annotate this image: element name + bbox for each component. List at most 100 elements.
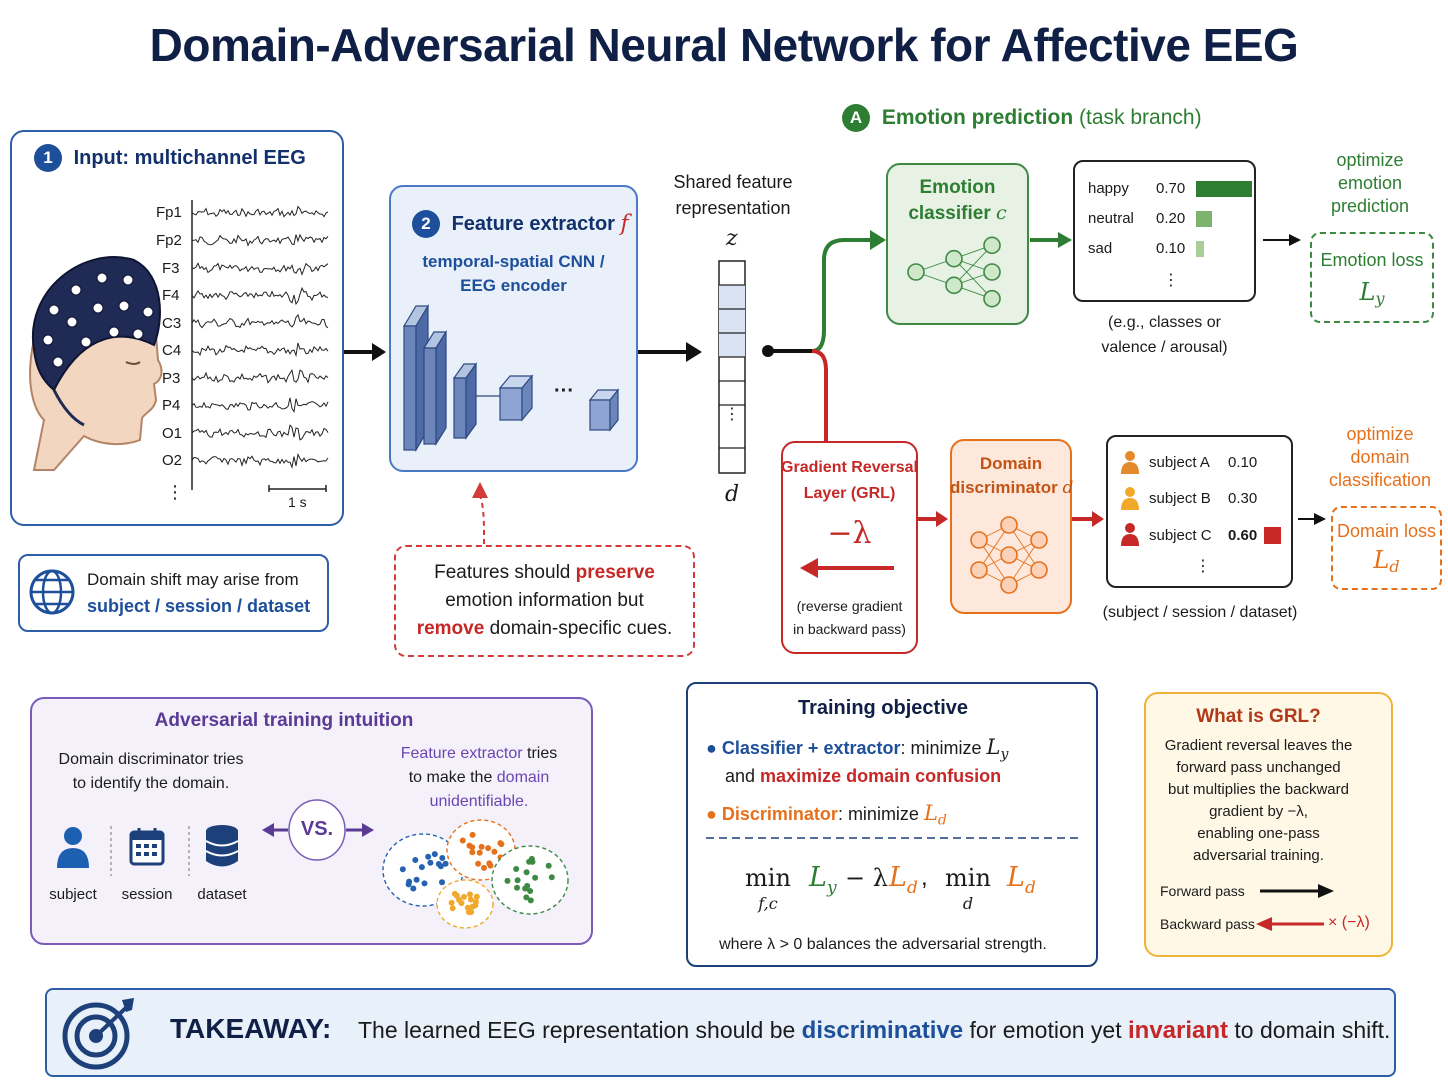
channel-label: F3: [162, 260, 180, 277]
grl-explainer-line: enabling one-pass: [1197, 825, 1320, 842]
eeg-trace: [191, 313, 329, 329]
grl-explainer-line: gradient by −λ,: [1209, 803, 1308, 820]
dashed-arrow-to-extractor: [472, 482, 488, 544]
shared-repr-label1: Shared feature: [673, 172, 793, 192]
adversarial-right2: to make the domain: [408, 769, 550, 786]
calendar-icon: [129, 828, 165, 866]
feature-extractor-desc2: EEG encoder: [460, 276, 567, 295]
preserve-note-line3: remove domain-specific cues.: [416, 618, 673, 639]
cluster-dot: [473, 898, 479, 905]
channel-label: C4: [162, 342, 182, 359]
emotion-probs-caption1: (e.g., classes or: [1108, 314, 1221, 331]
task-branch-heading: A Emotion prediction (task branch): [842, 104, 1202, 132]
reverse-gradient-arrow: [800, 558, 894, 578]
cluster-dot: [464, 904, 471, 911]
cluster-dot: [514, 884, 520, 891]
grl-label1: Gradient Reversal: [781, 459, 918, 476]
domain-label: subject B: [1149, 490, 1211, 507]
cluster-dot: [399, 866, 406, 873]
preserve-note-line2: emotion information but: [445, 590, 644, 611]
cluster-dot: [548, 874, 555, 881]
network-node: [1030, 561, 1048, 579]
domain-value: 0.60: [1228, 527, 1258, 544]
grl-factor: −λ: [827, 516, 872, 551]
cluster-dot: [410, 885, 417, 892]
emotion-classifier-label1: Emotion: [919, 177, 996, 198]
cluster-dot: [412, 857, 419, 863]
eeg-trace: [191, 262, 329, 276]
grl-box: [781, 441, 918, 654]
cluster-dot: [485, 845, 492, 852]
domain-probs-more: ⋮: [1195, 558, 1211, 575]
eeg-trace: [191, 233, 329, 247]
network-node: [1000, 516, 1018, 534]
time-scale-bar: [268, 485, 327, 492]
cluster-dot: [532, 874, 539, 881]
objective-footer: where λ > 0 balances the adversarial str…: [719, 936, 1047, 953]
cluster-dot: [418, 864, 425, 871]
cluster-dot: [524, 882, 531, 889]
cluster-dot: [456, 896, 462, 903]
icon-label-subject: subject: [49, 886, 97, 903]
cluster-dot: [473, 893, 480, 900]
step-1-badge: 1: [34, 144, 62, 172]
eeg-head-illustration: [29, 256, 163, 471]
step-A-badge: A: [842, 104, 870, 132]
preserve-note: [394, 545, 695, 657]
eeg-trace: [191, 369, 329, 384]
grl-note1: (reverse gradient: [796, 598, 903, 614]
cluster-dot: [527, 888, 534, 894]
emotion-probs-caption2: valence / arousal): [1101, 339, 1228, 356]
eeg-trace: [191, 452, 329, 469]
domain-label: subject A: [1149, 454, 1210, 471]
cluster-dot: [405, 881, 412, 888]
cnn-ellipsis: ···: [554, 380, 574, 402]
cluster-dot: [469, 849, 476, 856]
domain-shift-line1: Domain shift may arise from: [87, 570, 299, 589]
time-scale-label: 1 s: [288, 494, 307, 510]
channel-label: Fp2: [156, 232, 182, 249]
cluster-dot: [545, 862, 552, 869]
network-edge: [1008, 539, 1040, 586]
cluster-dot: [491, 848, 498, 855]
domain-discriminator-label1: Domain: [979, 454, 1043, 473]
cluster-dot: [449, 905, 456, 912]
arrow-grl-to-discriminator: [918, 511, 948, 527]
domain-clusters-illustration: [382, 819, 569, 929]
vector-dots: ⋮: [724, 406, 740, 423]
domain-loss-box: [1331, 506, 1442, 590]
domain-goal-2: domain: [1350, 447, 1410, 467]
emotion-prob-bar: [1196, 241, 1204, 257]
cluster-dot: [469, 903, 476, 910]
cluster-dot: [466, 842, 473, 849]
feature-extractor-heading: 2 Feature extractor f: [412, 210, 629, 238]
eeg-trace: [191, 397, 329, 413]
person-icon: [1121, 487, 1139, 510]
emotion-label: neutral: [1088, 210, 1134, 227]
adversarial-heading: Adversarial training intuition: [154, 710, 414, 731]
cluster-dot: [504, 877, 511, 884]
cluster-dot: [523, 869, 530, 876]
eeg-trace: [191, 205, 329, 218]
takeaway-label: TAKEAWAY:: [170, 1013, 332, 1044]
cluster-dot: [421, 880, 428, 887]
globe-icon: [29, 569, 75, 615]
emotion-loss-label: Emotion loss: [1320, 250, 1424, 270]
emotion-probs-box: [1073, 160, 1256, 302]
emotion-loss-symbol: Ly: [1359, 278, 1385, 309]
feature-extractor-desc1: temporal-spatial CNN /: [422, 252, 605, 271]
shared-repr-label2: representation: [675, 198, 791, 218]
cluster-dot: [513, 866, 520, 872]
domain-probs-caption: (subject / session / dataset): [1102, 604, 1298, 621]
domain-goal-1: optimize: [1346, 424, 1414, 444]
channel-label: C3: [162, 315, 182, 332]
cluster-dot: [498, 841, 505, 848]
cluster-dot: [413, 876, 420, 883]
cluster-dot: [431, 851, 438, 858]
cluster-dot: [467, 896, 474, 903]
arrow-probs-to-domain-loss: [1298, 513, 1326, 525]
input-heading: 1 Input: multichannel EEG: [34, 144, 306, 172]
icon-label-dataset: dataset: [197, 886, 247, 903]
network-node: [970, 531, 988, 549]
subject-icon: [57, 827, 89, 868]
